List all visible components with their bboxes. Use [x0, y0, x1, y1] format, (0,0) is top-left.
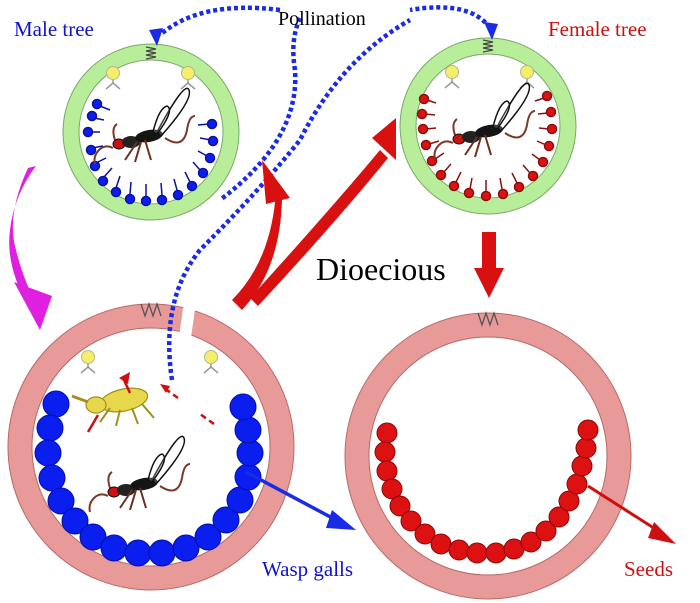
dioecious-label: Dioecious	[316, 251, 446, 287]
pollination-arrowhead-male-icon	[149, 28, 163, 46]
male-flowers	[82, 98, 219, 207]
female-tree-label: Female tree	[548, 17, 647, 41]
wasp-galls	[34, 390, 264, 567]
male-ostiole-icon	[145, 46, 157, 60]
exit-arrow-icon	[160, 384, 215, 426]
exit-hole	[178, 307, 196, 339]
female-fig-mature	[344, 310, 632, 600]
male-tree-label: Male tree	[14, 17, 94, 41]
development-arrow-female-icon	[474, 232, 504, 298]
pollination-arrowhead-female-icon	[484, 22, 498, 40]
weevil-icon	[71, 372, 155, 433]
seeds	[374, 419, 599, 564]
male-fig-mature	[7, 301, 295, 591]
wasp-galls-pointer-arrow-icon	[245, 470, 356, 530]
seeds-pointer-arrow-icon	[587, 484, 676, 544]
wasp-emergence-arrow-icon	[232, 118, 396, 310]
female-ostiole-icon	[482, 39, 494, 53]
female-fig-wall	[400, 38, 576, 214]
pollination-arrow-long	[167, 18, 412, 381]
development-arrow-male-icon	[9, 166, 52, 330]
female-fig	[399, 37, 577, 215]
male-fig	[62, 43, 240, 221]
female-fig-mature-wall	[345, 313, 631, 599]
female-mature-ostiole-icon	[477, 310, 499, 328]
pollination-arrow-top	[149, 5, 498, 202]
male-mature-ostiole-icon	[140, 301, 162, 319]
pollination-label: Pollination	[278, 8, 366, 30]
wasp-galls-label: Wasp galls	[262, 557, 353, 581]
female-flowers	[416, 90, 558, 202]
seeds-label: Seeds	[624, 557, 673, 581]
male-fig-mature-wall	[8, 304, 294, 590]
